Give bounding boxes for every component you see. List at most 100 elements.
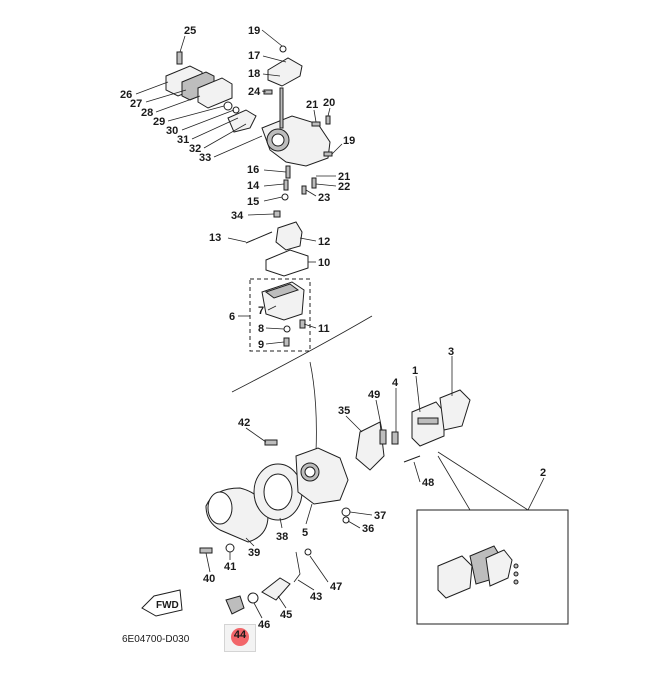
screw-21-top	[311, 121, 321, 127]
plate-28	[197, 77, 233, 109]
callout-38[interactable]: 38	[276, 531, 288, 543]
callout-37[interactable]: 37	[374, 510, 386, 522]
washer-36	[342, 516, 350, 524]
stud-48	[403, 455, 421, 463]
callout-46[interactable]: 46	[258, 619, 270, 631]
callout-32[interactable]: 32	[189, 143, 201, 155]
callout-26[interactable]: 26	[120, 89, 132, 101]
screw-23	[301, 185, 307, 195]
leader-31	[191, 117, 239, 140]
link-rod-43	[293, 551, 301, 583]
callout-47[interactable]: 47	[330, 581, 342, 593]
callout-19[interactable]: 19	[248, 25, 260, 37]
callout-labels: 25 19 17 18 24 26 27 28 29 30 31 32 33 2…	[120, 25, 546, 631]
leader-19b	[331, 143, 343, 155]
callout-5[interactable]: 5	[302, 527, 308, 539]
leader-22	[315, 183, 337, 187]
screw-9	[283, 337, 290, 347]
callout-23[interactable]: 23	[318, 192, 330, 204]
callout-20[interactable]: 20	[323, 97, 335, 109]
callout-40[interactable]: 40	[203, 573, 215, 585]
screw-19-side	[323, 151, 333, 157]
carburetor-5	[295, 447, 349, 505]
bolt-4	[391, 431, 399, 445]
inset-pointer-left	[437, 451, 529, 511]
inset-pointer-right	[437, 455, 471, 511]
callout-14[interactable]: 14	[247, 180, 260, 192]
callout-13[interactable]: 13	[209, 232, 221, 244]
leader-40	[205, 552, 211, 573]
callout-1[interactable]: 1	[412, 365, 418, 377]
callout-8[interactable]: 8	[258, 323, 264, 335]
callout-6[interactable]: 6	[229, 311, 235, 323]
callout-33[interactable]: 33	[199, 152, 211, 164]
clip-34	[273, 210, 281, 218]
callout-2[interactable]: 2	[540, 467, 546, 479]
gasket-3	[439, 389, 471, 431]
callout-29[interactable]: 29	[153, 116, 165, 128]
callout-9[interactable]: 9	[258, 339, 264, 351]
callout-44[interactable]: 44	[233, 629, 247, 641]
callout-42[interactable]: 42	[238, 417, 250, 429]
leader-39	[245, 537, 255, 547]
callout-25[interactable]: 25	[184, 25, 196, 37]
callout-17[interactable]: 17	[248, 50, 260, 62]
group-6-frame	[249, 278, 311, 352]
float-bowl-group	[249, 278, 311, 352]
callout-4[interactable]: 4	[392, 377, 399, 389]
silencer-39-face	[207, 491, 233, 525]
callout-48[interactable]: 48	[422, 477, 434, 489]
washer-46	[247, 592, 259, 604]
leader-46	[253, 602, 263, 619]
choke-knob-45	[261, 577, 291, 601]
callout-24[interactable]: 24	[248, 86, 261, 98]
callout-31[interactable]: 31	[177, 134, 189, 146]
fwd-label: FWD	[156, 600, 179, 611]
callout-15[interactable]: 15	[247, 196, 259, 208]
inset-detail	[416, 509, 569, 625]
leader-1	[415, 375, 421, 413]
callout-30[interactable]: 30	[166, 125, 178, 137]
callout-45[interactable]: 45	[280, 609, 292, 621]
leader-43	[297, 579, 315, 591]
leader-48	[413, 461, 421, 483]
forward-direction-arrow: FWD	[141, 589, 183, 617]
callout-10[interactable]: 10	[318, 257, 330, 269]
leader-36	[347, 520, 361, 529]
bolt-49	[379, 429, 387, 445]
leader-29	[167, 105, 225, 122]
leader-17	[262, 55, 287, 63]
callout-43[interactable]: 43	[310, 591, 322, 603]
leader-27	[145, 89, 187, 103]
leader-19a	[261, 29, 283, 47]
leader-14	[263, 183, 285, 187]
callout-7[interactable]: 7	[258, 305, 264, 317]
leader-23	[305, 189, 317, 197]
callout-12[interactable]: 12	[318, 236, 330, 248]
washer-8	[283, 325, 291, 333]
callout-41[interactable]: 41	[224, 561, 236, 573]
leader-30	[181, 109, 235, 131]
callout-19-right[interactable]: 19	[343, 135, 355, 147]
callout-21-lower[interactable]: 21	[338, 171, 350, 183]
inset-screw-c	[513, 579, 519, 585]
callout-22[interactable]: 22	[338, 181, 350, 193]
callout-35[interactable]: 35	[338, 405, 350, 417]
callout-18[interactable]: 18	[248, 68, 260, 80]
leader-11	[303, 323, 317, 329]
callout-3[interactable]: 3	[448, 346, 454, 358]
highlight-dot	[231, 628, 249, 646]
callout-28[interactable]: 28	[141, 107, 153, 119]
leader-42	[245, 427, 267, 443]
callout-16[interactable]: 16	[247, 164, 259, 176]
callout-27[interactable]: 27	[130, 98, 142, 110]
callout-21[interactable]: 21	[306, 99, 318, 111]
callout-34[interactable]: 34	[231, 210, 244, 222]
callout-36[interactable]: 36	[362, 523, 374, 535]
leader-18	[262, 73, 281, 77]
callout-39[interactable]: 39	[248, 547, 260, 559]
screw-24	[263, 89, 273, 95]
leader-lines	[135, 29, 545, 619]
callout-11[interactable]: 11	[318, 323, 330, 335]
callout-49[interactable]: 49	[368, 389, 380, 401]
